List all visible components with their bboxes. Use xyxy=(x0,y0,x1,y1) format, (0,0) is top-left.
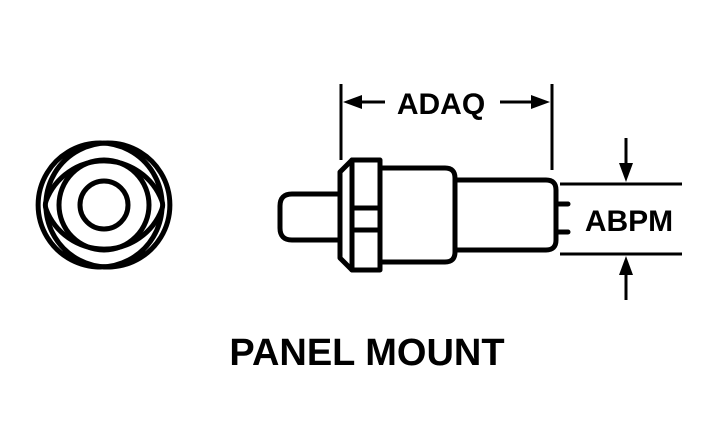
length-arrow-left xyxy=(343,95,362,109)
end-view-middle-ring xyxy=(56,157,152,253)
height-dimension-label: ABPM xyxy=(585,205,673,238)
end-view-inner-ring xyxy=(77,178,131,232)
length-arrow-right xyxy=(531,95,550,109)
side-view xyxy=(277,157,571,273)
drawing-caption: PANEL MOUNT xyxy=(229,332,504,374)
height-arrow-bottom xyxy=(619,256,633,275)
end-view-outer-ring xyxy=(35,140,173,270)
height-arrow-top xyxy=(619,163,633,182)
length-dimension xyxy=(339,84,554,170)
plunger xyxy=(277,191,343,243)
housing xyxy=(452,177,559,253)
mounting-nut xyxy=(337,157,383,273)
threaded-body xyxy=(377,165,458,265)
end-view xyxy=(35,140,173,270)
height-dimension xyxy=(560,138,682,300)
length-dimension-label: ADAQ xyxy=(397,88,485,121)
